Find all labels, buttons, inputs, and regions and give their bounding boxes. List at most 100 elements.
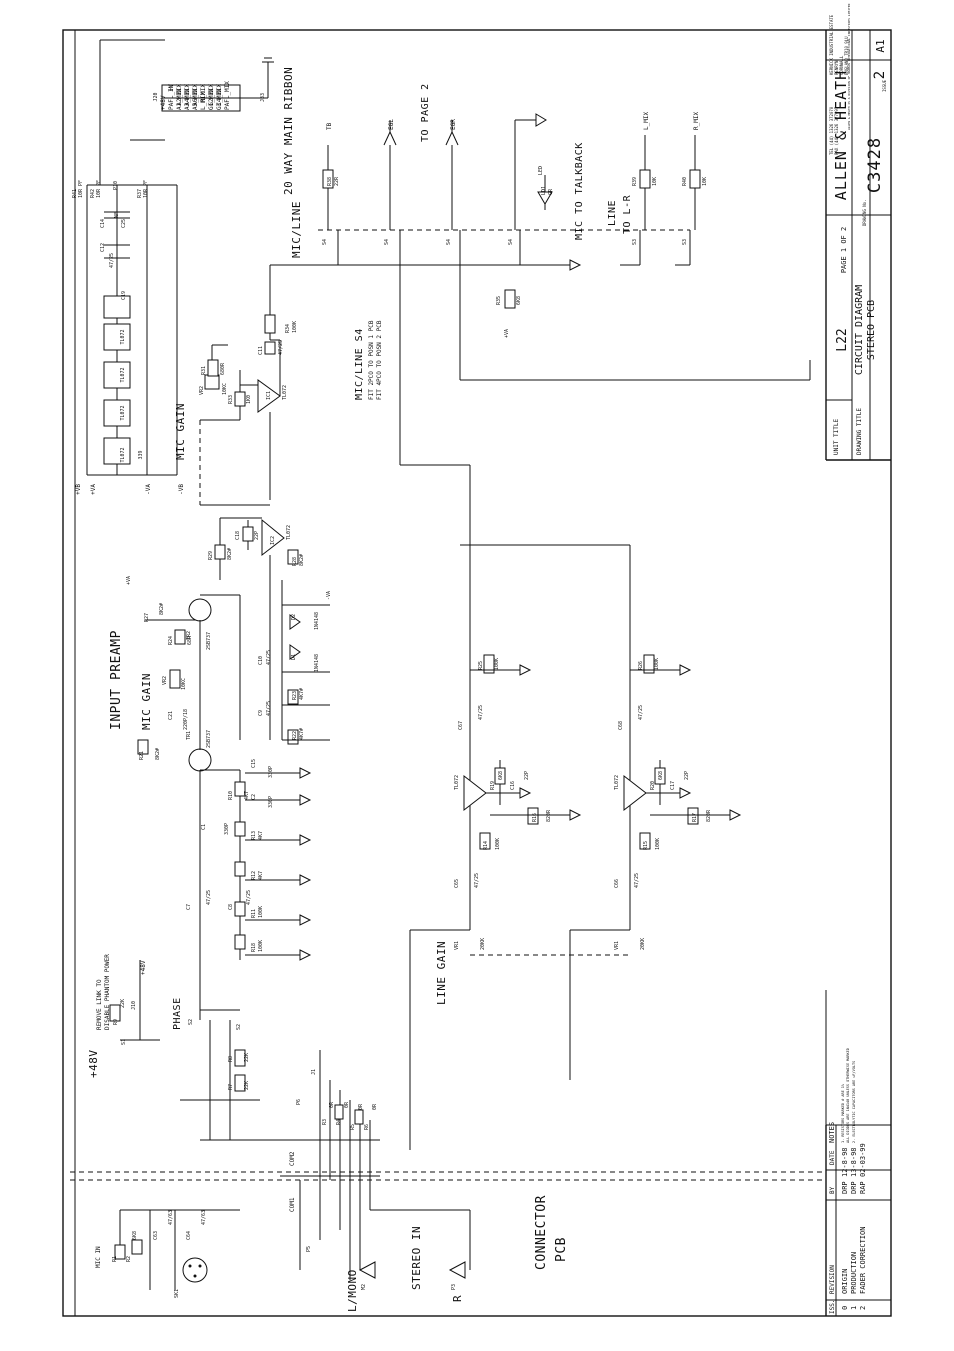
- label-r17: R17: [692, 813, 698, 822]
- power-decoupling-section: +VB +VA -VA -VB R41 10R PF R42 10R PF R3…: [72, 39, 185, 495]
- label-ic-decoupling-5: 339: [138, 450, 144, 459]
- label-vr1-left-value: 20KK: [480, 938, 486, 950]
- label-ic-decoupling-2: TL072: [120, 405, 126, 420]
- label-egl: EGL: [388, 119, 395, 130]
- label-c2: C2: [251, 794, 257, 800]
- label-ic1: IC1: [266, 391, 272, 400]
- mic-gain-label-lower: MIC GAIN: [140, 673, 153, 730]
- label-tb: TB: [326, 122, 333, 130]
- label-r-zero-2: 0R: [344, 1101, 350, 1108]
- label-r1: R1: [112, 1256, 118, 1262]
- to-l-r-label: TO L-R: [622, 194, 633, 234]
- label-r2: R2: [126, 1256, 132, 1262]
- company-address-3: CORNWALL: [839, 55, 844, 75]
- rev-header-revision: REVISION: [829, 1265, 836, 1294]
- label-r8: R8: [228, 1056, 234, 1062]
- label-m2: M2: [361, 1284, 367, 1290]
- connector-pcb-label-2: PCB: [554, 1237, 569, 1262]
- label-j1: J1: [311, 1069, 317, 1075]
- rail-label-minus-vb: -VB: [178, 484, 185, 495]
- plus48v-label: +48V: [87, 1050, 100, 1079]
- label-c7-value: 47/25: [206, 890, 212, 905]
- label-nf: NF: [114, 212, 120, 218]
- label-r42: R42: [90, 189, 96, 198]
- main-ribbon-label: 20 WAY MAIN RIBBON: [282, 67, 295, 195]
- company-name: ALLEN & HEATH: [832, 70, 850, 200]
- label-s4-d: S4: [508, 239, 514, 245]
- plus48v-rail-label: +48V: [140, 960, 147, 975]
- label-r16: R16: [532, 813, 538, 822]
- label-c67-value: 47/25: [478, 705, 484, 720]
- label-tr2: TR2: [186, 631, 192, 640]
- label-r38: R38: [327, 177, 333, 186]
- label-ld1: LD1: [541, 186, 547, 195]
- label-r3: R3: [322, 1119, 328, 1125]
- rev-1-iss: 1: [850, 1306, 858, 1310]
- ribbon-pin-label: C4_MIX: [216, 84, 223, 106]
- label-vr1-left: VR1: [454, 941, 460, 950]
- label-r18: R18: [251, 943, 257, 952]
- line-path-right: R26 100K C68 47/25 TL072 R20 6K8 C17 22P…: [614, 545, 730, 950]
- mic-to-talkback-label: MIC TO TALKBACK: [574, 142, 585, 240]
- mic-line-label: MIC/LINE: [290, 201, 303, 258]
- mic-line-s4-label: MIC/LINE S4: [354, 328, 365, 400]
- label-r28: R28: [292, 557, 298, 566]
- mic-gain-label-upper: MIC GAIN: [174, 403, 187, 460]
- label-c19: C19: [121, 291, 127, 300]
- label-r4: R4: [336, 1119, 342, 1125]
- com1-label: COM1: [289, 1197, 296, 1212]
- label-r29: R29: [208, 551, 214, 560]
- ribbon-ground-ref: J33: [260, 93, 266, 102]
- label-s2-a: S2: [188, 1019, 194, 1025]
- title-block: A1 ALLEN & HEATH KERNICK INDUSTRIAL ESTA…: [825, 3, 891, 461]
- label-r7: R7: [228, 1084, 234, 1090]
- note-1: 1. RESISTORS MARKED # ARE 1%: [841, 1083, 845, 1143]
- label-r19-value: 6K8: [498, 771, 504, 780]
- label-r20-value: 6K8: [658, 771, 664, 780]
- label-ic-decoupling-3: TL072: [120, 367, 126, 382]
- label-r31: R31: [201, 366, 207, 375]
- rail-label-minus-va: -VA: [145, 484, 152, 495]
- ribbon-pin-label: PAFL_IN: [168, 84, 175, 110]
- company-tel: TEL (44) 1326 372070: [829, 106, 834, 155]
- ribbon-pin-label: PAFL_MIX: [224, 81, 231, 110]
- label-c14: C14: [100, 219, 106, 228]
- connector-interface: COM2 COM1 P5 R1 R2 6K8 C63 47/63 C64 47/…: [70, 1151, 825, 1298]
- label-d1-value: 1N4148: [314, 654, 320, 672]
- label-r41-value: 10R PF: [78, 180, 84, 198]
- label-r15: R15: [643, 841, 649, 850]
- label-r37-value: 10R PF: [143, 180, 149, 198]
- label-ic1-value: TL072: [282, 385, 288, 400]
- label-c9: C9: [258, 710, 264, 716]
- revision-row: 0 ORIGIN DRP 12-8-98: [841, 1147, 849, 1310]
- rev-0-revision: ORIGIN: [841, 1269, 849, 1294]
- label-c10: C10: [258, 656, 264, 665]
- label-c16: C16: [510, 781, 516, 790]
- ribbon-pin-label: A2_MIX: [176, 84, 183, 106]
- label-c11-value: 47/25: [278, 340, 284, 355]
- revision-table: ISS. REVISION BY DATE 0 ORIGIN DRP 12-8-…: [825, 1125, 892, 1316]
- label-r13-value: 4K7: [258, 831, 264, 840]
- ribbon-pins-right: +V A2_MIX A4_MIX A6_MIX R_MIX G2_MIX C4_…: [168, 84, 223, 106]
- label-r12: R12: [251, 871, 257, 880]
- label-r7-value: 22K: [244, 1081, 250, 1090]
- revision-row: 1 PRODUCTION DRP 13-8-98: [850, 1147, 858, 1310]
- label-c64: C64: [186, 1231, 192, 1240]
- rev-1-date: 13-8-98: [850, 1147, 858, 1177]
- ribbon-pins-left: +48V PAFL_IN A1_MIX A3_MIX A5_MIX L_MIX …: [160, 81, 231, 110]
- revision-row: 2 FADER CORRECTION RAP 02-03-99: [859, 1143, 867, 1310]
- label-r28-value: 8K2#: [299, 554, 305, 566]
- to-page-2-label: TO PAGE 2: [420, 83, 431, 142]
- label-c16-value: 22P: [524, 771, 530, 780]
- label-r34-value: 100K: [292, 321, 298, 333]
- stereo-in-label: STEREO IN: [410, 1226, 423, 1290]
- label-c65-value: 47/25: [474, 873, 480, 888]
- label-r14: R14: [483, 841, 489, 850]
- label-r14-value: 100K: [495, 838, 501, 850]
- label-r19: R19: [490, 781, 496, 790]
- label-r2-value: 6K8: [132, 1231, 138, 1240]
- label-r9: R9: [113, 1019, 119, 1025]
- label-r31-value: 680R: [220, 362, 226, 375]
- label-c21: C21: [168, 711, 174, 720]
- label-r11-value: 100K: [258, 906, 264, 918]
